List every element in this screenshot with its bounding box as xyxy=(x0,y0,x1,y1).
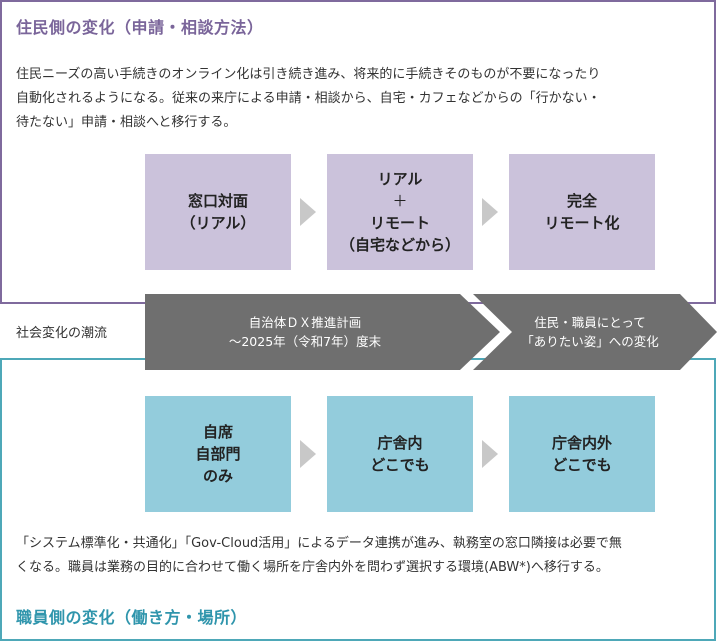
trend-band xyxy=(145,294,717,370)
step-line: リモート xyxy=(369,214,430,232)
step-line: 自席 xyxy=(202,423,233,441)
trend-segment-ideal-text: 住民・職員にとって 「ありたい姿」への変化 xyxy=(500,313,680,351)
staff-step-anywhere: 庁舎内外 どこでも xyxy=(509,396,655,512)
staff-step-own-desk: 自席 自部門 のみ xyxy=(145,396,291,512)
resident-description-line: 自動化されるようになる。従来の来庁による申請・相談から、自宅・カフェなどからの「… xyxy=(16,91,601,106)
trend-segment-ideal xyxy=(473,294,717,370)
step-line: 庁舎内外 xyxy=(551,434,612,452)
step-line: のみ xyxy=(202,467,233,485)
step-line: リアル xyxy=(377,170,423,188)
step-line: （自宅などから） xyxy=(339,236,460,254)
trend-line: 「ありたい姿」への変化 xyxy=(521,334,659,349)
step-line: （リアル） xyxy=(180,214,256,232)
staff-description-line: くなる。職員は業務の目的に合わせて働く場所を庁舎内外を問わず選択する環境(ABW… xyxy=(16,560,609,575)
step-line: 庁舎内 xyxy=(377,434,423,452)
step-line: どこでも xyxy=(552,456,612,474)
step-line: 完全 xyxy=(566,192,597,210)
resident-description-line: 住民ニーズの高い手続きのオンライン化は引き続き進み、将来的に手続きそのものが不要… xyxy=(16,67,601,82)
step-line: ＋ xyxy=(392,192,408,210)
staff-step-in-office: 庁舎内 どこでも xyxy=(327,396,473,512)
resident-description: 住民ニーズの高い手続きのオンライン化は引き続き進み、将来的に手続きそのものが不要… xyxy=(16,63,601,135)
trend-label: 社会変化の潮流 xyxy=(16,326,108,341)
trend-segment-plan xyxy=(145,294,500,370)
resident-step-counter: 窓口対面 （リアル） xyxy=(145,154,291,270)
trend-line: 住民・職員にとって xyxy=(534,315,646,330)
trend-segment-plan-text: 自治体ＤＸ推進計画 ～2025年（令和7年）度末 xyxy=(160,313,450,351)
step-arrow-icon xyxy=(300,198,316,226)
step-arrow-icon xyxy=(482,198,498,226)
resident-description-line: 待たない」申請・相談へと移行する。 xyxy=(16,115,237,130)
resident-step-remote: 完全 リモート化 xyxy=(509,154,655,270)
step-line: どこでも xyxy=(370,456,430,474)
step-arrow-icon xyxy=(300,440,316,468)
step-arrow-icon xyxy=(482,440,498,468)
trend-line: ～2025年（令和7年）度末 xyxy=(228,334,382,349)
resident-step-hybrid: リアル ＋ リモート （自宅などから） xyxy=(327,154,473,270)
staff-description-line: 「システム標準化・共通化」「Gov-Cloud活用」によるデータ連携が進み、執務… xyxy=(16,536,622,551)
staff-title: 職員側の変化（働き方・場所） xyxy=(16,608,248,627)
trend-line: 自治体ＤＸ推進計画 xyxy=(248,315,362,330)
step-line: リモート化 xyxy=(544,214,620,232)
resident-title: 住民側の変化（申請・相談方法） xyxy=(16,18,264,37)
step-line: 窓口対面 xyxy=(187,192,248,210)
step-line: 自部門 xyxy=(195,445,241,463)
staff-description: 「システム標準化・共通化」「Gov-Cloud活用」によるデータ連携が進み、執務… xyxy=(16,532,622,580)
